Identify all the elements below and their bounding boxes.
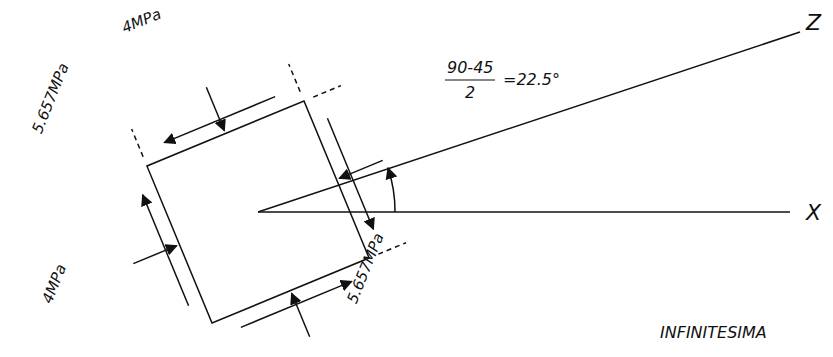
- extension-line: [132, 129, 143, 157]
- shear-arrow: [327, 118, 373, 229]
- extension-line: [289, 64, 300, 92]
- shear-arrow: [241, 281, 352, 327]
- stress-value: 4MPa: [120, 7, 163, 36]
- fraction-bar: [445, 79, 495, 80]
- shear-arrow: [164, 97, 275, 143]
- angle-formula: 2: [465, 85, 475, 101]
- angle-formula: 90-45: [447, 60, 494, 76]
- shear-arrow: [143, 195, 189, 306]
- angle-arc: [388, 168, 395, 212]
- note: INFINITESIMA: [660, 325, 767, 341]
- stress-value: 5.657MPa: [30, 61, 72, 135]
- stress-value: 5.657MPa: [345, 231, 387, 305]
- x-axis: [258, 211, 790, 213]
- extension-line: [313, 86, 341, 97]
- element-square: [147, 101, 369, 323]
- stress-value: 4MPa: [40, 262, 69, 305]
- axis-name: Z: [806, 12, 821, 34]
- axis-name: X: [806, 202, 821, 224]
- angle-formula: =22.5°: [503, 72, 560, 88]
